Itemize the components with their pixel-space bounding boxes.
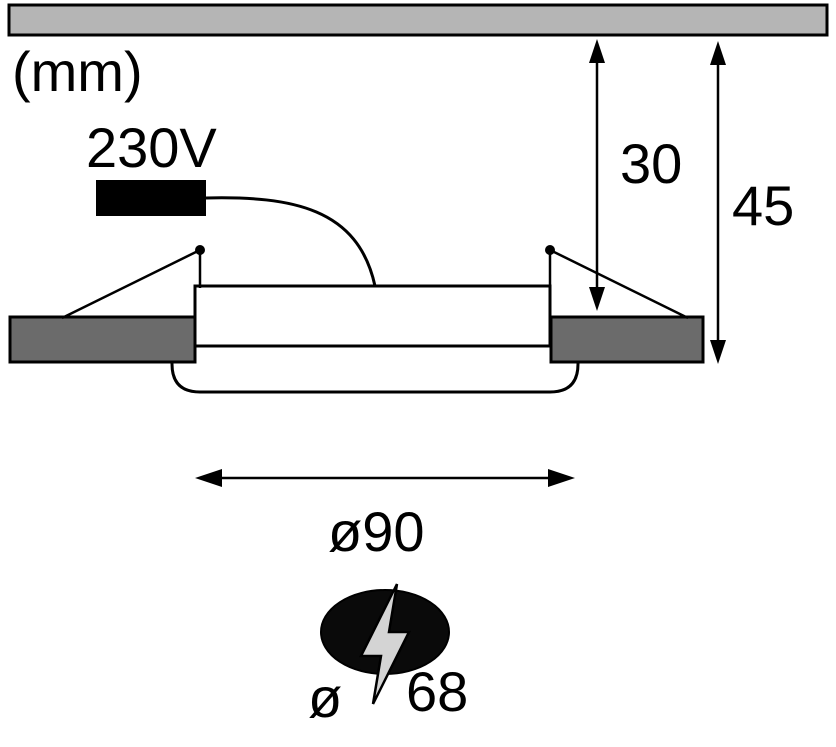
fixture-bezel — [170, 336, 580, 394]
dimension-arrow-recess-depth — [589, 39, 605, 311]
power-cable-line — [205, 196, 377, 287]
spring-clip-left-diagonal-line — [61, 248, 201, 320]
ceiling-bar — [7, 3, 829, 37]
cutout-diameter-value: 68 — [406, 660, 469, 723]
spring-clip-left-pivot-dot — [195, 245, 205, 255]
trim-diameter-value: ø90 — [328, 500, 425, 563]
spring-clip-right-pivot-dot — [545, 245, 555, 255]
trim-flange-right — [549, 315, 705, 364]
lightning-arrow-icon — [358, 583, 412, 705]
spring-clip-left — [61, 245, 205, 320]
dimension-arrow-trim-diameter — [195, 469, 575, 487]
dimension-arrow-total-height — [710, 41, 726, 364]
power-connector — [96, 180, 206, 216]
arrowhead-up-icon — [589, 39, 605, 63]
trim-flange-left — [8, 315, 197, 364]
unit-label: (mm) — [12, 40, 143, 103]
arrowhead-down-icon — [589, 287, 605, 311]
arrowhead-up-icon — [710, 41, 726, 65]
arrowhead-down-icon — [710, 340, 726, 364]
recess-depth-value: 30 — [620, 132, 683, 195]
cutout-diameter-symbol: ø — [308, 666, 343, 729]
spring-clip-right-diagonal-line — [549, 248, 689, 320]
fixture-body — [193, 284, 552, 348]
total-height-value: 45 — [732, 174, 795, 237]
spring-clip-right — [545, 245, 689, 320]
arrowhead-right-icon — [548, 469, 575, 487]
arrowhead-left-icon — [195, 469, 222, 487]
voltage-label: 230V — [86, 116, 217, 179]
cutout-hole-icon — [320, 583, 450, 705]
